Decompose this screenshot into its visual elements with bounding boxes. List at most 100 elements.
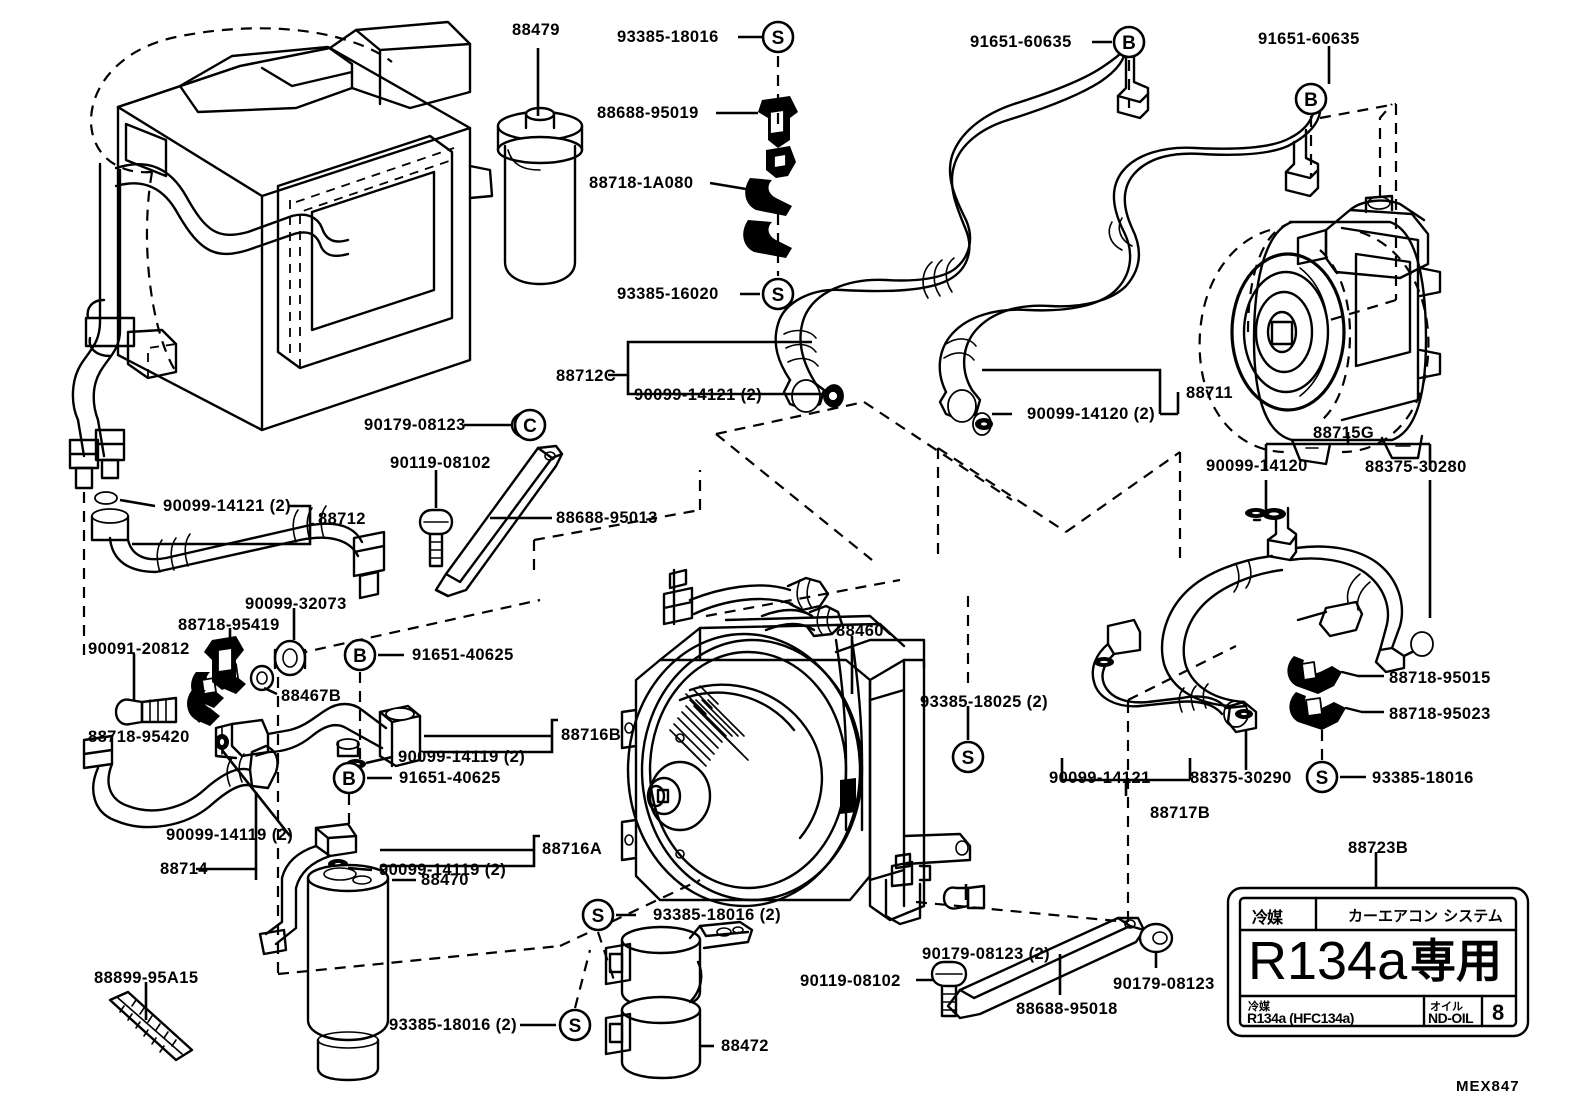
part-number-callout: 91651-40625 xyxy=(412,646,514,664)
clamp-88718-1A080-art xyxy=(743,178,792,258)
part-number-callout: 90099-14119 (2) xyxy=(379,861,507,879)
part-number-callout: 88688-95018 xyxy=(1016,1000,1118,1018)
part-number-callout: 90099-14119 (2) xyxy=(166,826,294,844)
svg-text:B: B xyxy=(1122,33,1136,54)
hose-88715g-art xyxy=(1160,506,1434,734)
hose-88712c-art xyxy=(774,32,1150,413)
part-number-callout: 93385-18016 xyxy=(617,28,719,46)
reference-bubble-b: B xyxy=(331,760,367,796)
oring-targets xyxy=(823,385,1286,719)
reference-bubble-s: S xyxy=(580,897,616,933)
part-number-callout: 93385-18016 xyxy=(1372,769,1474,787)
part-number-callout: 88467B xyxy=(281,687,342,705)
part-number-callout: 88711 xyxy=(1186,384,1233,402)
part-number-callout: 90179-08123 xyxy=(364,416,466,434)
part-number-callout: 88718-95023 xyxy=(1389,705,1491,723)
part-number-callout: 88688-95013 xyxy=(556,509,658,527)
part-number-callout: 90099-14120 xyxy=(1206,457,1308,475)
hose-88714-art xyxy=(82,734,279,829)
hose-88716b-art xyxy=(214,702,422,769)
part-number-callout: 88715G xyxy=(1313,424,1375,442)
part-number-callout: 88712 xyxy=(318,510,366,528)
caution-label-refrigerant-type: R134a xyxy=(1248,931,1408,991)
caution-label-art xyxy=(1226,886,1530,1038)
caution-label-oil-quantity: 8 xyxy=(1492,1000,1505,1025)
part-number-callout: 88899-95A15 xyxy=(94,969,199,987)
hose-88711-art xyxy=(938,104,1322,436)
svg-text:S: S xyxy=(1316,768,1329,789)
caution-label-system-header: カーエアコン システム xyxy=(1348,907,1503,925)
part-number-callout: 88718-95420 xyxy=(88,728,190,746)
part-number-callout: 88472 xyxy=(721,1037,769,1055)
part-number-callout: 88375-30290 xyxy=(1190,769,1292,787)
part-number-callout: 90119-08102 xyxy=(800,972,901,990)
caution-label-oil-small: オイル xyxy=(1430,1000,1463,1013)
part-number-callout: 90099-14121 xyxy=(1049,769,1151,787)
part-number-callout: 90099-14119 (2) xyxy=(398,748,526,766)
clip-cluster-art xyxy=(114,636,307,726)
part-number-callout: 90119-08102 xyxy=(390,454,491,472)
part-number-callout: 88716B xyxy=(561,726,622,744)
part-number-callout: 90099-32073 xyxy=(245,595,347,613)
svg-text:B: B xyxy=(353,646,367,667)
compressor-art xyxy=(1198,103,1442,466)
part-number-callout: 88375-30280 xyxy=(1365,458,1467,476)
part-number-callout: 88470 xyxy=(421,871,469,889)
caution-label-exclusive-use: 専用 xyxy=(1410,934,1502,988)
leader-lines xyxy=(119,35,1432,1048)
part-number-callout: 90091-20812 xyxy=(88,640,190,658)
svg-text:S: S xyxy=(569,1016,582,1037)
part-number-callout: 88460 xyxy=(836,622,884,640)
part-number-callout: 88717B xyxy=(1150,804,1211,822)
part-number-callout: 93385-18016 (2) xyxy=(389,1016,518,1034)
part-number-callout: 88718-95419 xyxy=(178,616,280,634)
part-number-callout: 88723B xyxy=(1348,839,1409,857)
part-number-callout: 88716A xyxy=(542,840,603,858)
reference-bubble-s: S xyxy=(1304,759,1340,795)
reference-bubble-s: S xyxy=(557,1007,593,1043)
caution-label-refrigerant-spec: R134a (HFC134a) xyxy=(1247,1010,1354,1026)
reference-bubble-s: S xyxy=(950,739,986,775)
part-number-callout: 91651-60635 xyxy=(970,33,1072,51)
hose-88716a-receiver-art xyxy=(258,822,390,1082)
part-number-callout: 90179-08123 (2) xyxy=(922,945,1051,963)
condenser-fan-art xyxy=(620,568,972,926)
reference-bubble-b: B xyxy=(1111,24,1147,60)
figure-code: MEX847 xyxy=(1456,1078,1520,1095)
part-number-callout: 88479 xyxy=(512,21,560,39)
part-number-callout: 88688-95019 xyxy=(597,104,699,122)
part-number-callout: 90099-14121 (2) xyxy=(634,386,763,404)
assembly-guide-lines xyxy=(276,102,1398,976)
svg-text:B: B xyxy=(1304,90,1318,111)
reference-bubble-c: C xyxy=(512,407,548,443)
part-number-callout: 93385-18025 (2) xyxy=(920,693,1049,711)
reference-bubble-b: B xyxy=(342,637,378,673)
part-number-callout: 91651-40625 xyxy=(399,769,501,787)
reference-bubble-s: S xyxy=(760,19,796,55)
part-number-callout: 88712C xyxy=(556,367,617,385)
caution-label-refrigerant-header: 冷媒 xyxy=(1252,908,1283,927)
part-number-callout: 90099-14121 (2) xyxy=(163,497,292,515)
part-number-callout: 91651-60635 xyxy=(1258,30,1360,48)
bottle-88479-art xyxy=(496,106,584,286)
part-number-callout: 93385-16020 xyxy=(617,285,719,303)
part-number-callout: 90179-08123 xyxy=(1113,975,1215,993)
caution-label-oil-spec: ND-OIL xyxy=(1428,1010,1474,1026)
part-number-callout: 90099-14120 (2) xyxy=(1027,405,1156,423)
part-number-callout: 88718-1A080 xyxy=(589,174,694,192)
reference-bubble-s: S xyxy=(760,276,796,312)
part-number-callout: 88714 xyxy=(160,860,208,878)
part-number-callout: 88718-95015 xyxy=(1389,669,1491,687)
svg-text:B: B xyxy=(342,769,356,790)
svg-text:S: S xyxy=(772,285,785,306)
reference-bubble-b: B xyxy=(1293,81,1329,117)
hose-88717b-art xyxy=(1091,618,1249,728)
evaporator-unit-art xyxy=(68,20,494,660)
part-number-callout: 93385-18016 (2) xyxy=(653,906,782,924)
svg-text:S: S xyxy=(772,28,785,49)
svg-text:S: S xyxy=(592,906,605,927)
svg-text:S: S xyxy=(962,748,975,769)
caution-label-refrigerant-small: 冷媒 xyxy=(1248,1000,1270,1013)
clamp-88472-art xyxy=(604,920,754,1080)
clip-88718-95015-art xyxy=(1287,656,1360,694)
